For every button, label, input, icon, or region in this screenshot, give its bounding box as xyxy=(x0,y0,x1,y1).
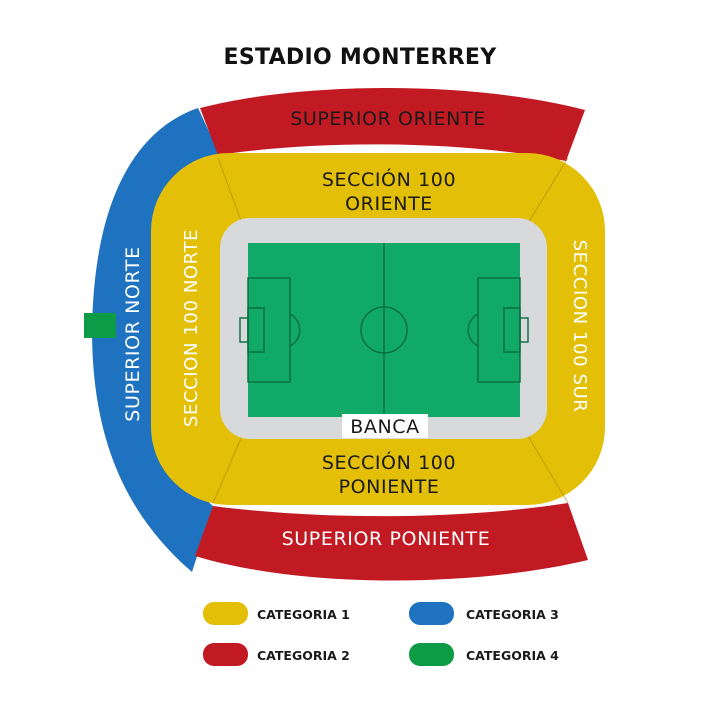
section-superior-norte[interactable] xyxy=(92,108,220,572)
label-seccion-100-oriente-line1: SECCIÓN 100 xyxy=(322,167,456,191)
legend-label: CATEGORIA 3 xyxy=(466,607,559,622)
map-title: ESTADIO MONTERREY xyxy=(224,45,498,70)
legend-swatch xyxy=(409,643,454,666)
label-superior-poniente: SUPERIOR PONIENTE xyxy=(282,528,491,550)
label-seccion-100-sur: SECCION 100 SUR xyxy=(569,240,590,413)
legend-label: CATEGORIA 4 xyxy=(466,648,559,663)
label-seccion-100-oriente-line2: ORIENTE xyxy=(345,193,433,215)
label-seccion-100-poniente-line1: SECCIÓN 100 xyxy=(322,450,456,474)
legend: CATEGORIA 1 CATEGORIA 3 CATEGORIA 2 CATE… xyxy=(203,602,559,666)
label-seccion-100-norte: SECCION 100 NORTE xyxy=(181,229,202,427)
section-superior-poniente[interactable] xyxy=(195,503,588,581)
label-seccion-100-poniente-line2: PONIENTE xyxy=(339,476,440,498)
banca-box[interactable] xyxy=(342,414,428,438)
legend-label: CATEGORIA 1 xyxy=(257,607,350,622)
field-markings xyxy=(239,243,529,417)
legend-item[interactable]: CATEGORIA 4 xyxy=(409,643,559,666)
section-categoria-4[interactable] xyxy=(84,313,116,338)
legend-swatch xyxy=(409,602,454,625)
label-superior-norte: SUPERIOR NORTE xyxy=(122,246,144,421)
legend-label: CATEGORIA 2 xyxy=(257,648,350,663)
legend-swatch xyxy=(203,643,248,666)
section-dividers xyxy=(212,157,569,504)
banca-label: BANCA xyxy=(350,416,420,438)
legend-item[interactable]: CATEGORIA 2 xyxy=(203,643,350,666)
section-superior-oriente[interactable] xyxy=(200,88,585,161)
label-superior-oriente: SUPERIOR ORIENTE xyxy=(290,108,486,130)
legend-item[interactable]: CATEGORIA 1 xyxy=(203,602,350,625)
legend-item[interactable]: CATEGORIA 3 xyxy=(409,602,559,625)
legend-swatch xyxy=(203,602,248,625)
